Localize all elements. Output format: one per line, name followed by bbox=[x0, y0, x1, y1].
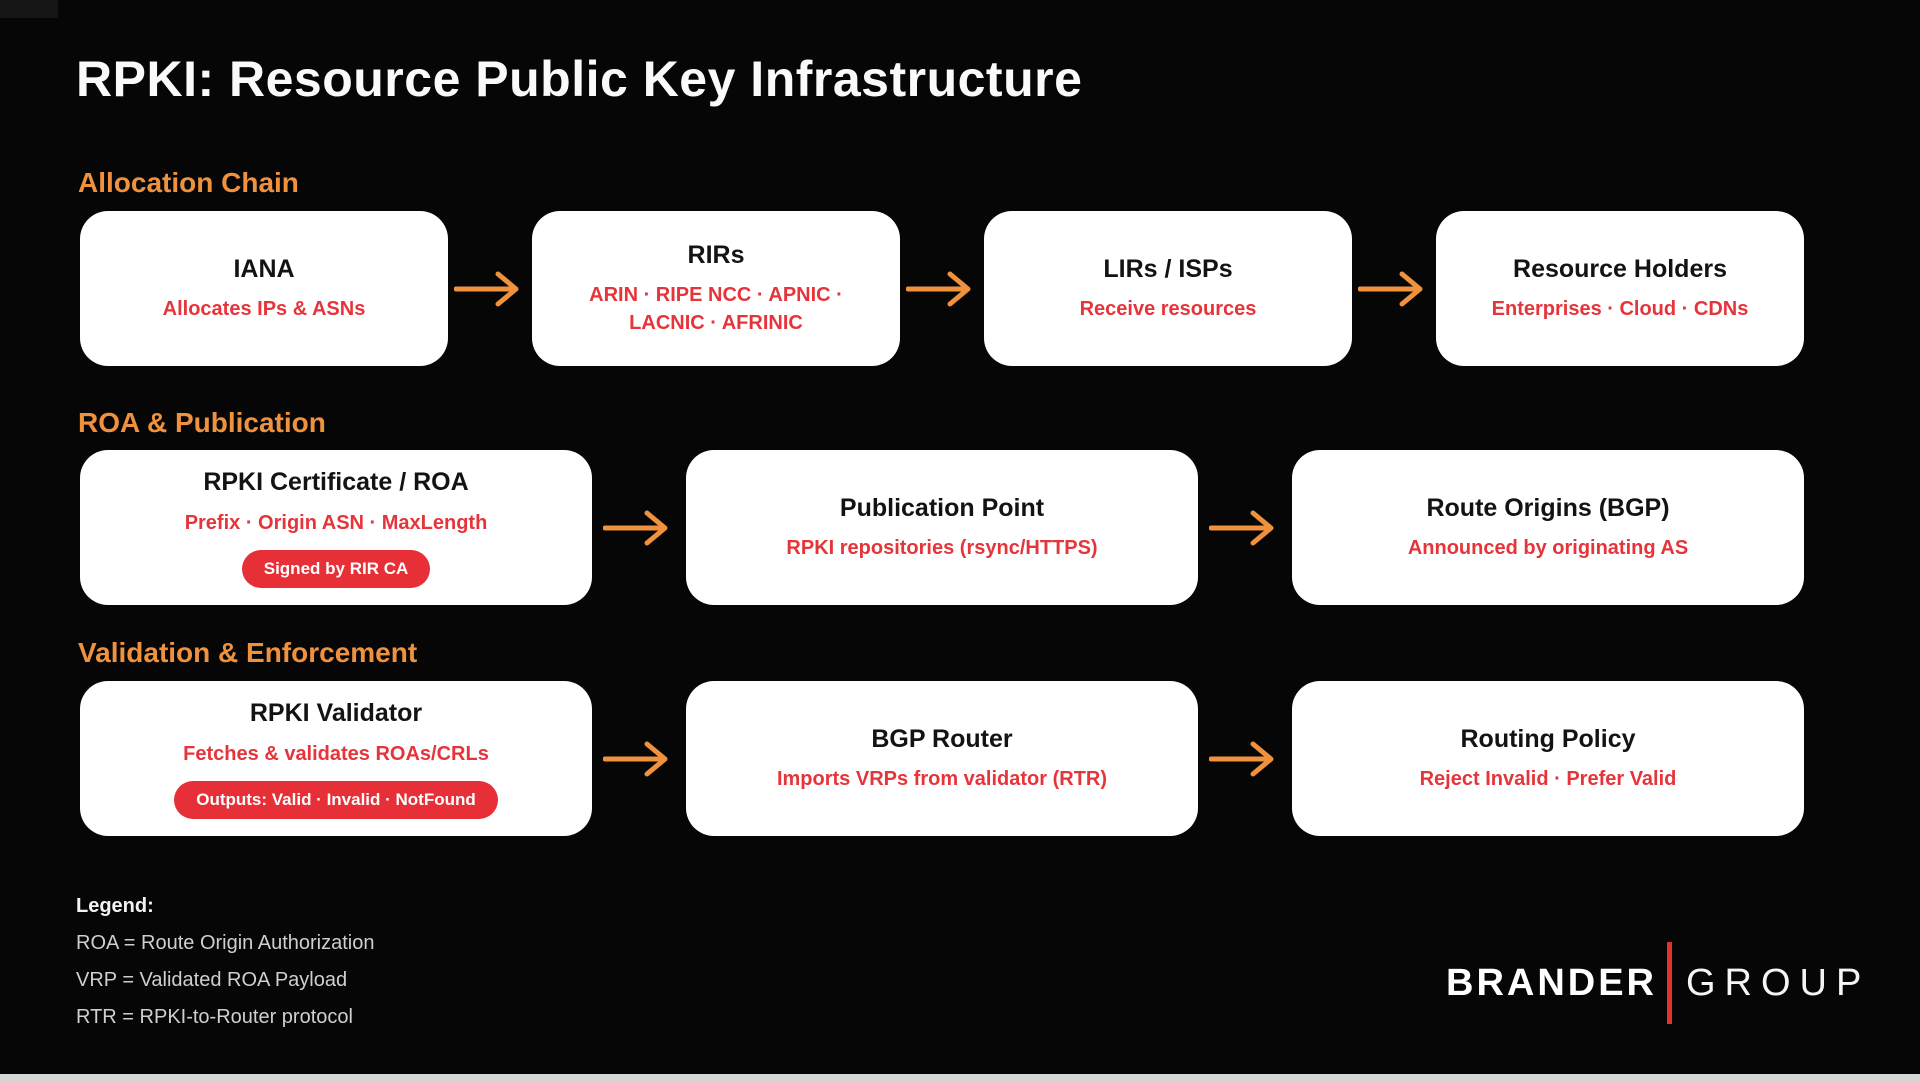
node-subtitle: Prefix · Origin ASN · MaxLength bbox=[184, 511, 488, 534]
flow-arrow-icon bbox=[592, 450, 686, 605]
node-title: RPKI Validator bbox=[249, 699, 423, 728]
validator-outputs-badge: Outputs: Valid · Invalid · NotFound bbox=[174, 780, 498, 819]
logo-primary-text: BRANDER bbox=[1446, 962, 1657, 1004]
roa-publication-row: RPKI Certificate / ROA Prefix · Origin A… bbox=[80, 450, 1804, 605]
page-title: RPKI: Resource Public Key Infrastructure bbox=[76, 51, 1083, 107]
node-rirs: RIRs ARIN · RIPE NCC · APNIC · LACNIC · … bbox=[532, 211, 900, 366]
brander-group-logo: BRANDER GROUP bbox=[1446, 941, 1870, 1025]
node-subtitle: Imports VRPs from validator (RTR) bbox=[776, 768, 1108, 791]
logo-secondary-text: GROUP bbox=[1686, 962, 1871, 1004]
legend-item-roa: ROA = Route Origin Authorization bbox=[76, 932, 375, 954]
flow-arrow-icon bbox=[900, 211, 984, 366]
node-subtitle: Allocates IPs & ASNs bbox=[162, 298, 366, 321]
legend-item-rtr: RTR = RPKI-to-Router protocol bbox=[76, 1006, 353, 1028]
node-rpki-validator: RPKI Validator Fetches & validates ROAs/… bbox=[80, 681, 592, 836]
node-subtitle: Enterprises · Cloud · CDNs bbox=[1491, 298, 1749, 321]
node-subtitle: Fetches & validates ROAs/CRLs bbox=[183, 742, 489, 765]
flow-arrow-icon bbox=[1352, 211, 1436, 366]
node-route-origins-bgp: Route Origins (BGP) Announced by origina… bbox=[1292, 450, 1804, 605]
node-title: Publication Point bbox=[839, 493, 1045, 522]
node-title: Resource Holders bbox=[1513, 254, 1727, 283]
node-title: RPKI Certificate / ROA bbox=[203, 468, 469, 497]
node-title: RIRs bbox=[687, 240, 745, 269]
section-label-roa-publication: ROA & Publication bbox=[78, 407, 326, 438]
node-routing-policy: Routing Policy Reject Invalid · Prefer V… bbox=[1292, 681, 1804, 836]
legend-item-vrp: VRP = Validated ROA Payload bbox=[76, 969, 348, 991]
logo-divider-bar bbox=[1667, 942, 1672, 1024]
node-resource-holders: Resource Holders Enterprises · Cloud · C… bbox=[1436, 211, 1804, 366]
allocation-chain-row: IANA Allocates IPs & ASNs RIRs ARIN · RI… bbox=[80, 211, 1804, 366]
node-title: BGP Router bbox=[871, 724, 1013, 753]
node-subtitle: ARIN · RIPE NCC · APNIC · LACNIC · AFRIN… bbox=[589, 284, 843, 335]
node-subtitle: Receive resources bbox=[1079, 298, 1257, 321]
node-title: Routing Policy bbox=[1460, 724, 1636, 753]
validation-enforcement-row: RPKI Validator Fetches & validates ROAs/… bbox=[80, 681, 1804, 836]
bottom-edge-strip bbox=[0, 1074, 1920, 1081]
node-title: Route Origins (BGP) bbox=[1426, 493, 1670, 522]
flow-arrow-icon bbox=[448, 211, 532, 366]
node-subtitle: Announced by originating AS bbox=[1407, 537, 1689, 560]
legend: Legend: ROA = Route Origin Authorization… bbox=[76, 896, 1920, 1027]
node-subtitle: Reject Invalid · Prefer Valid bbox=[1419, 768, 1677, 791]
node-subtitle: RPKI repositories (rsync/HTTPS) bbox=[786, 537, 1098, 560]
flow-arrow-icon bbox=[592, 681, 686, 836]
node-title: IANA bbox=[233, 254, 295, 283]
section-label-validation-enforcement: Validation & Enforcement bbox=[78, 637, 418, 668]
node-title: LIRs / ISPs bbox=[1103, 254, 1233, 283]
flow-arrow-icon bbox=[1198, 450, 1292, 605]
node-iana: IANA Allocates IPs & ASNs bbox=[80, 211, 448, 366]
legend-heading: Legend: bbox=[76, 895, 154, 917]
signed-by-rir-ca-badge: Signed by RIR CA bbox=[241, 549, 431, 588]
section-label-allocation-chain: Allocation Chain bbox=[78, 167, 299, 198]
window-corner-notch bbox=[0, 0, 58, 18]
node-bgp-router: BGP Router Imports VRPs from validator (… bbox=[686, 681, 1198, 836]
node-lirs-isps: LIRs / ISPs Receive resources bbox=[984, 211, 1352, 366]
flow-arrow-icon bbox=[1198, 681, 1292, 836]
node-rpki-certificate-roa: RPKI Certificate / ROA Prefix · Origin A… bbox=[80, 450, 592, 605]
node-publication-point: Publication Point RPKI repositories (rsy… bbox=[686, 450, 1198, 605]
